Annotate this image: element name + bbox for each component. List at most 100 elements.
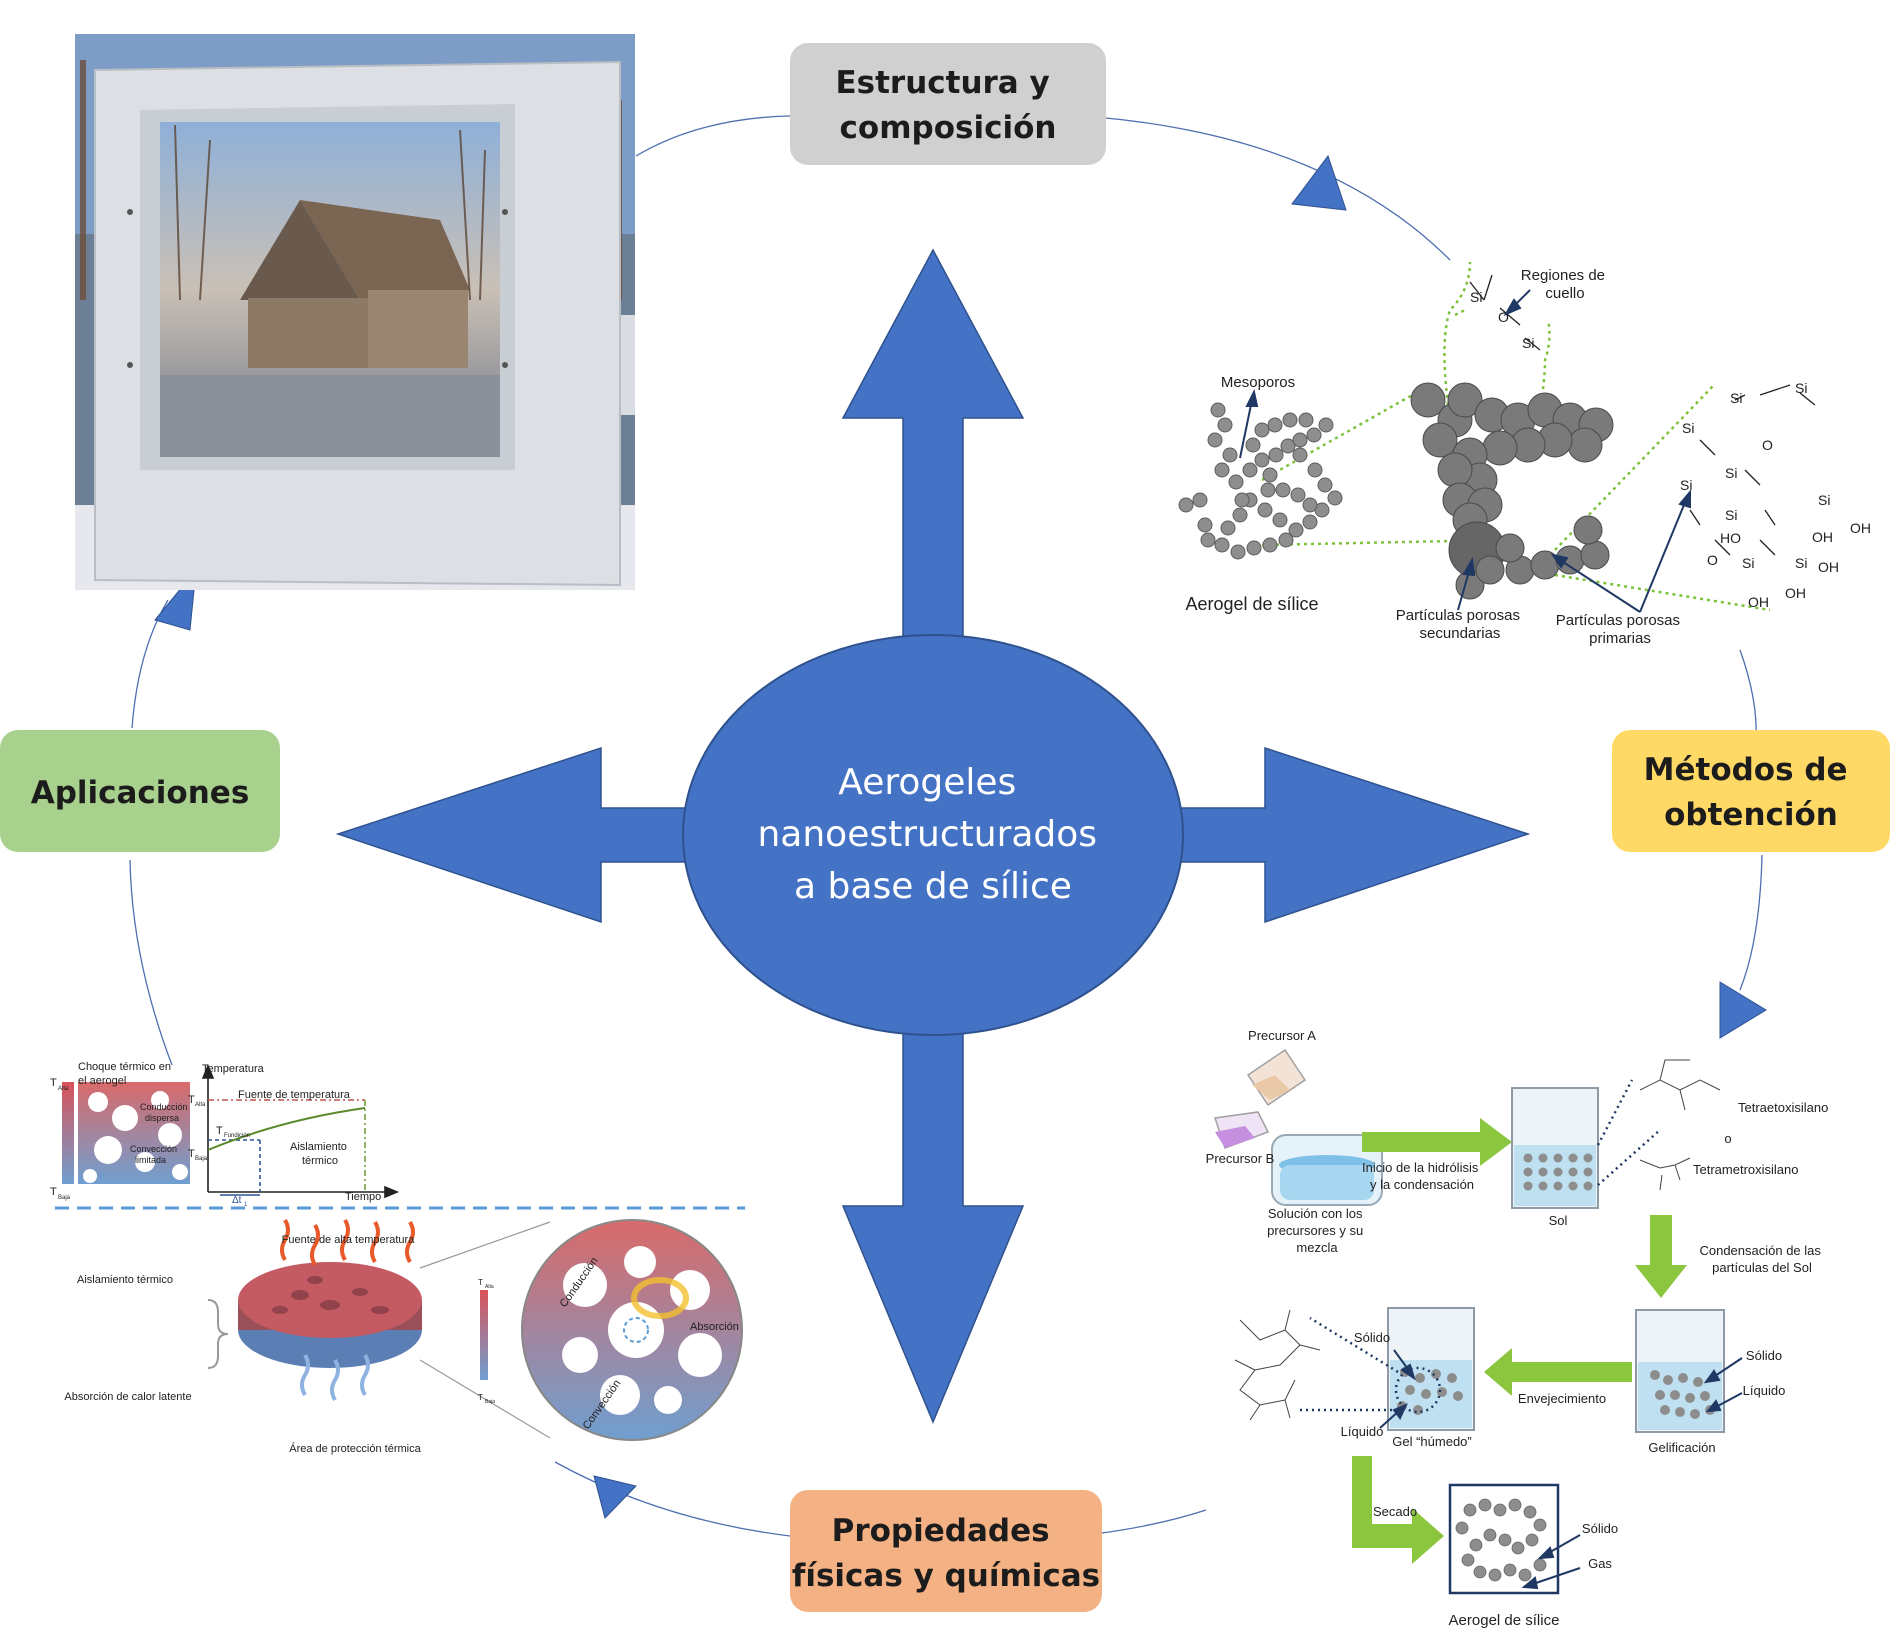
arc-photo-to-estructura bbox=[635, 115, 791, 157]
label-primary-2: primarias bbox=[1589, 630, 1651, 647]
structure-pointers bbox=[1239, 289, 1691, 613]
svg-text:Estructura y composición: Estructura y composición bbox=[835, 65, 1060, 146]
label-drying: Secado bbox=[1373, 1504, 1417, 1519]
arrow-up bbox=[841, 248, 1025, 641]
label-gelation: Gelificación bbox=[1648, 1440, 1715, 1455]
cool-arrows bbox=[300, 1353, 370, 1402]
label-wetgel-solid: Sólido bbox=[1354, 1330, 1390, 1345]
svg-text:Condensación de las pa: Condensación de las partículas del Sol bbox=[1699, 1243, 1824, 1275]
label-t-low: T bbox=[50, 1186, 57, 1198]
label-chart-t-high: T bbox=[188, 1094, 195, 1106]
chem-oh-1: OH bbox=[1850, 520, 1871, 536]
svg-text:Convección limitada: Convección limitada bbox=[130, 1144, 180, 1165]
label-disk-t-low-sub: Baja bbox=[485, 1399, 495, 1405]
box-propiedades-line-2: físicas y químicas bbox=[792, 1558, 1100, 1594]
label-sol: Sol bbox=[1549, 1213, 1568, 1228]
arc-properties-panel-to-aplicaciones bbox=[129, 859, 173, 1066]
reflected-house bbox=[160, 200, 500, 457]
label-chart-t-melt: T bbox=[216, 1125, 223, 1137]
svg-text:Solución con los precu: Solución con los precursores y su mezcla bbox=[1267, 1206, 1367, 1255]
label-disk-t-high-sub: Alta bbox=[485, 1284, 494, 1290]
chem-si-2: Si bbox=[1522, 335, 1534, 351]
label-final-aerogel: Aerogel de sílice bbox=[1449, 1612, 1560, 1629]
label-disk-t-high: T bbox=[478, 1278, 483, 1287]
insulation-disk bbox=[238, 1262, 422, 1368]
label-wetgel-liquid: Líquido bbox=[1341, 1424, 1384, 1439]
label-tiempo: Tiempo bbox=[345, 1191, 381, 1203]
precursor-b-flask bbox=[1214, 1111, 1270, 1149]
label-t-low-sub: Baja bbox=[58, 1195, 71, 1201]
zoom-line-top bbox=[419, 1221, 551, 1269]
label-solution-2: precursores y su bbox=[1267, 1223, 1363, 1238]
heat-arrows bbox=[280, 1218, 415, 1267]
final-aerogel-box bbox=[1448, 1483, 1581, 1595]
sol-beaker bbox=[1511, 1087, 1599, 1209]
label-delta-t: Δt bbox=[232, 1195, 242, 1206]
pore-zoom-circle bbox=[521, 1219, 743, 1441]
mixing-beaker bbox=[1271, 1134, 1383, 1206]
gelation-beaker bbox=[1635, 1309, 1725, 1433]
label-limited-conv-1: Convección bbox=[130, 1144, 177, 1154]
arrow-drying bbox=[1352, 1456, 1444, 1564]
svg-text:Regiones de cuello: Regiones de cuello bbox=[1521, 267, 1609, 302]
gel-zoom-lines bbox=[1300, 1316, 1399, 1412]
label-disk-t-low: T bbox=[478, 1393, 483, 1402]
label-dispersed-2: dispersa bbox=[145, 1113, 179, 1123]
precursor-a-flask bbox=[1246, 1048, 1307, 1107]
sol-zoom-lines bbox=[1596, 1079, 1661, 1186]
precursor-molecules bbox=[1639, 1059, 1721, 1191]
gel-network-molecule bbox=[1234, 1309, 1321, 1421]
label-chart-t-melt-sub: Fundición bbox=[224, 1133, 250, 1139]
label-or: o bbox=[1724, 1131, 1731, 1146]
label-protection-area: Área de protección térmica bbox=[289, 1442, 421, 1455]
center-ellipse bbox=[682, 634, 1184, 1036]
label-t-high-sub: Alta bbox=[58, 1086, 69, 1092]
label-hydrolysis-1: Inicio de la hidrólisis bbox=[1362, 1160, 1479, 1175]
synthesis-panel: Precursor A Precursor B Solución con los… bbox=[1206, 1028, 1829, 1629]
arc-metodos-to-synthesis bbox=[1739, 854, 1763, 991]
chem-oh-3: OH bbox=[1818, 559, 1839, 575]
cycle-connectors bbox=[129, 115, 1763, 1537]
chem-o-2: O bbox=[1762, 437, 1773, 453]
label-secondary-2: secundarias bbox=[1420, 625, 1501, 642]
chem-oh-4: OH bbox=[1748, 594, 1769, 610]
cycle-arrowheads bbox=[154, 154, 1767, 1519]
label-absorcion: Absorción bbox=[690, 1321, 739, 1333]
svg-text:Aplicaciones: Aplicaciones bbox=[31, 775, 250, 811]
cycle-arrowhead-3 bbox=[593, 1475, 637, 1519]
thermal-gradient-bar bbox=[62, 1082, 74, 1184]
label-t-high: T bbox=[50, 1077, 57, 1089]
label-limited-conv-2: limitada bbox=[135, 1155, 166, 1165]
label-solution-1: Solución con los bbox=[1268, 1206, 1363, 1221]
label-dispersed-1: Conducción bbox=[140, 1102, 188, 1112]
label-thermal-insulation: Aislamiento térmico bbox=[77, 1274, 173, 1286]
label-delta-t-sub: 1 bbox=[244, 1202, 248, 1208]
chem-o-1: O bbox=[1498, 309, 1509, 325]
aerogel-cluster bbox=[1178, 402, 1343, 560]
label-gelation-liquid: Líquido bbox=[1743, 1383, 1786, 1398]
box-metodos: Métodos de obtención bbox=[1612, 730, 1890, 852]
cycle-arrowhead-1 bbox=[1291, 154, 1347, 211]
label-final-gas: Gas bbox=[1588, 1556, 1612, 1571]
chem-o-3: O bbox=[1707, 552, 1718, 568]
arc-synthesis-to-propiedades bbox=[1101, 1509, 1207, 1534]
label-gelation-solid: Sólido bbox=[1746, 1348, 1782, 1363]
properties-small-labels: Choque térmico en el aerogel T Alta T Ba… bbox=[50, 1061, 381, 1208]
arrow-hydrolysis bbox=[1362, 1118, 1512, 1166]
svg-text:Métodos de obtención: Métodos de obtención bbox=[1644, 752, 1859, 833]
arrow-left bbox=[335, 746, 701, 924]
chem-si-4: Si bbox=[1795, 380, 1807, 396]
arc-structure-panel-to-metodos bbox=[1739, 649, 1757, 741]
label-teos: Tetraetoxisilano bbox=[1738, 1100, 1828, 1115]
label-precursor-b: Precursor B bbox=[1206, 1151, 1275, 1166]
arrow-down bbox=[841, 1029, 1025, 1424]
temperature-chart bbox=[201, 1063, 400, 1199]
label-temperatura: Temperatura bbox=[202, 1063, 265, 1075]
chem-oh-5: OH bbox=[1785, 585, 1806, 601]
center-title-line-3: a base de sílice bbox=[794, 866, 1072, 907]
label-latent-heat: Absorción de calor latente bbox=[64, 1391, 191, 1403]
label-high-temp-source: Fuente de alta temperatura bbox=[282, 1234, 416, 1246]
svg-text:Conducción dispersa: Conducción dispersa bbox=[140, 1102, 190, 1123]
chem-si-10: Si bbox=[1795, 555, 1807, 571]
label-solution-3: mezcla bbox=[1296, 1240, 1338, 1255]
